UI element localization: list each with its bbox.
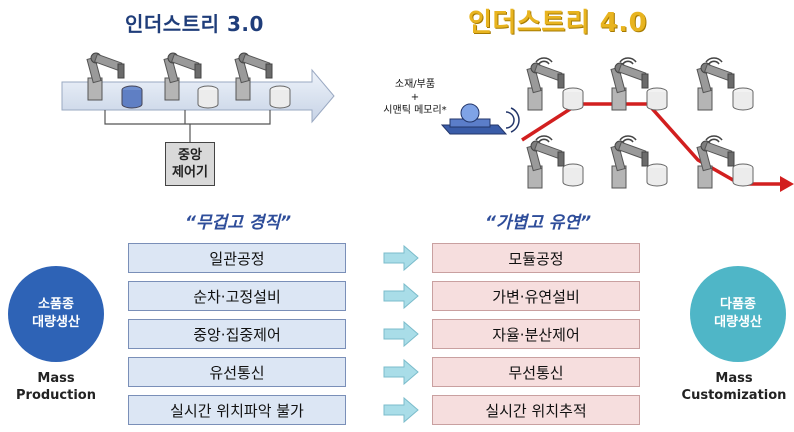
left-item-2: 순차·고정설비 [128, 281, 346, 311]
mass-customization-circle: 다품종 대량생산 [690, 266, 786, 362]
mass-production-circle: 소품종 대량생산 [8, 266, 104, 362]
transition-arrows [383, 244, 419, 424]
robot-4-3 [696, 57, 754, 111]
right-item-2: 가변·유연설비 [432, 281, 640, 311]
robot-4-4 [526, 135, 584, 189]
transition-arrow-2 [383, 282, 419, 310]
left-heading: “무겁고 경직” [185, 213, 292, 233]
can-3-3 [269, 85, 291, 109]
right-item-4: 무선통신 [432, 357, 640, 387]
mass-production-caption: Mass Production [16, 371, 96, 403]
robot-4-2 [610, 57, 668, 111]
central-controller: 중앙 제어기 [165, 142, 215, 186]
left-item-1: 일관공정 [128, 243, 346, 273]
right-heading: “가볍고 유연” [485, 213, 592, 233]
transition-arrow-4 [383, 358, 419, 386]
left-item-4: 유선통신 [128, 357, 346, 387]
industry-3-title: 인더스트리 3.0 [125, 12, 264, 36]
right-item-1: 모듈공정 [432, 243, 640, 273]
control-wiring [104, 110, 271, 142]
left-item-3: 중앙·집중제어 [128, 319, 346, 349]
can-3-1 [121, 85, 143, 109]
right-item-5: 실시간 위치추적 [432, 395, 640, 425]
right-item-3: 자율·분산제어 [432, 319, 640, 349]
industry-4-title: 인더스트리 4.0 [468, 8, 648, 38]
left-item-5: 실시간 위치파악 불가 [128, 395, 346, 425]
mass-customization-caption: Mass Customization [681, 371, 787, 403]
robot-4-6 [696, 135, 754, 189]
transition-arrow-3 [383, 320, 419, 348]
semantic-memory-device [440, 103, 520, 135]
route-arrowhead [780, 176, 794, 192]
robot-4-5 [610, 135, 668, 189]
robot-4-1 [526, 57, 584, 111]
can-3-2 [197, 85, 219, 109]
transition-arrow-1 [383, 244, 419, 272]
transition-arrow-5 [383, 396, 419, 424]
memory-label: 소재/부품 + 시맨틱 메모리* [383, 79, 447, 116]
